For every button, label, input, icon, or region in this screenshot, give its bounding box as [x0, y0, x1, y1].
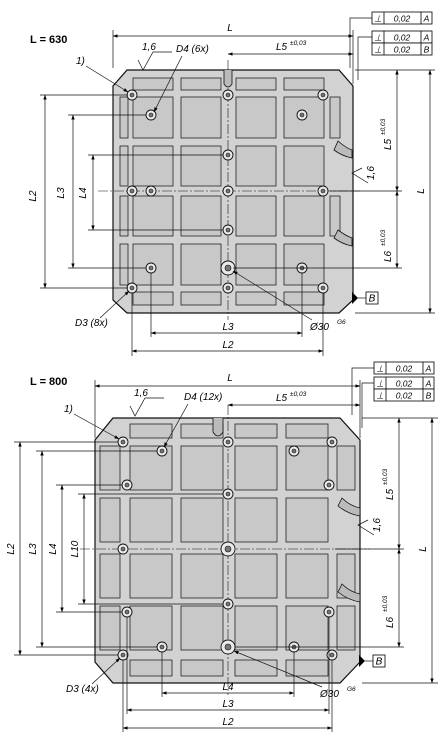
dim-l5-tol: ±0,03 [290, 40, 307, 47]
dim-l5: L5 [383, 138, 394, 150]
dim-l4: L4 [48, 543, 59, 555]
mounting-holes [126, 89, 329, 294]
roughness-symbol-side: 1,6 [357, 518, 383, 536]
dim-l5: L5 [385, 488, 396, 500]
tolerance-frames: ⊥ 0,02 A ⊥ 0,02 A ⊥ 0,02 B [351, 361, 435, 428]
dim-l5-tol: ±0,03 [380, 118, 387, 135]
roughness-symbol-side: 1,6 [351, 166, 377, 184]
tolerance-value: 0,02 [396, 364, 413, 374]
tolerance-symbol: ⊥ [374, 45, 381, 55]
dim-l2: L2 [28, 190, 39, 202]
label-bore-fit: G6 [337, 319, 346, 326]
dim-l6-tol: ±0,03 [380, 229, 387, 246]
roughness-value: 1,6 [142, 42, 156, 53]
tolerance-datum: A [423, 14, 430, 24]
dim-l6: L6 [385, 616, 396, 628]
dim-l3: L3 [222, 322, 234, 333]
tolerance-datum: B [426, 391, 432, 401]
dim-l: L [416, 188, 427, 194]
locating-slot [337, 497, 361, 517]
dim-l2: L2 [222, 340, 234, 351]
tolerance-symbol: ⊥ [374, 33, 381, 43]
dim-l5: L5 [276, 393, 288, 404]
dim-l2: L2 [222, 717, 234, 728]
dim-l4: L4 [222, 682, 234, 693]
note-1: 1) [76, 56, 85, 67]
dim-l6-tol: ±0,03 [382, 595, 389, 612]
tolerance-value: 0,02 [396, 379, 413, 389]
datum-box [372, 654, 386, 668]
grid-cells [99, 423, 356, 677]
dim-l5-tol: ±0,03 [382, 468, 389, 485]
tolerance-symbol: ⊥ [374, 14, 381, 24]
label-d4: D4 (6x) [176, 44, 209, 55]
label-bore: Ø30 [319, 689, 339, 700]
tolerance-value: 0,02 [394, 45, 411, 55]
dim-l: L [227, 23, 233, 34]
locating-slot [223, 70, 233, 88]
dim-l3: L3 [222, 699, 234, 710]
tolerance-frames: ⊥ 0,02 A ⊥ 0,02 A ⊥ 0,02 B [349, 11, 433, 80]
tolerance-symbol: ⊥ [376, 379, 383, 389]
roughness-symbol: 1,6 [137, 42, 172, 71]
roughness-symbol: 1,6 [129, 388, 164, 417]
tolerance-datum: A [425, 364, 432, 374]
tolerance-datum: A [425, 379, 432, 389]
note-1: 1) [64, 404, 73, 415]
dim-l3: L3 [28, 543, 39, 555]
dim-l5-tol: ±0,03 [290, 391, 307, 398]
dim-l5: L5 [276, 42, 288, 53]
dim-l2: L2 [6, 543, 17, 555]
dim-l3: L3 [56, 187, 67, 199]
dim-l4: L4 [78, 187, 89, 199]
locating-slot [333, 229, 353, 247]
dim-l: L [227, 373, 233, 384]
datum-triangle [352, 292, 358, 304]
roughness-value: 1,6 [366, 166, 377, 180]
label-d4: D4 (12x) [184, 392, 222, 403]
locating-slot [337, 583, 361, 603]
tolerance-symbol: ⊥ [376, 364, 383, 374]
grid-cells [119, 77, 341, 306]
mounting-holes [117, 436, 338, 661]
dim-l: L [418, 546, 429, 552]
dim-l10: L10 [70, 540, 81, 557]
label-bore: Ø30 [309, 322, 329, 333]
locating-slot [333, 140, 353, 159]
datum-b-label: B [376, 657, 383, 668]
locating-slot [212, 418, 224, 437]
view-heading: L = 800 [30, 376, 67, 388]
roughness-value: 1,6 [372, 518, 383, 532]
datum-b-label: B [369, 294, 376, 305]
label-bore-fit: G6 [347, 686, 356, 693]
view-l800: L = 800 ⊥ 0,02 A ⊥ 0,02 A ⊥ 0,02 B [6, 361, 438, 732]
tolerance-value: 0,02 [394, 33, 411, 43]
tolerance-symbol: ⊥ [376, 391, 383, 401]
tolerance-value: 0,02 [394, 14, 411, 24]
tolerance-datum: B [424, 45, 430, 55]
dim-l6: L6 [383, 250, 394, 262]
datum-box [365, 291, 379, 305]
view-l630: L = 630 ⊥ 0,02 A ⊥ 0,02 A ⊥ 0,02 B [28, 11, 435, 356]
label-d3: D3 (8x) [75, 318, 108, 329]
tolerance-datum: A [423, 33, 430, 43]
view-heading: L = 630 [30, 34, 67, 46]
roughness-value: 1,6 [134, 388, 148, 399]
datum-triangle [359, 655, 365, 667]
tolerance-value: 0,02 [396, 391, 413, 401]
label-d3: D3 (4x) [66, 684, 99, 695]
